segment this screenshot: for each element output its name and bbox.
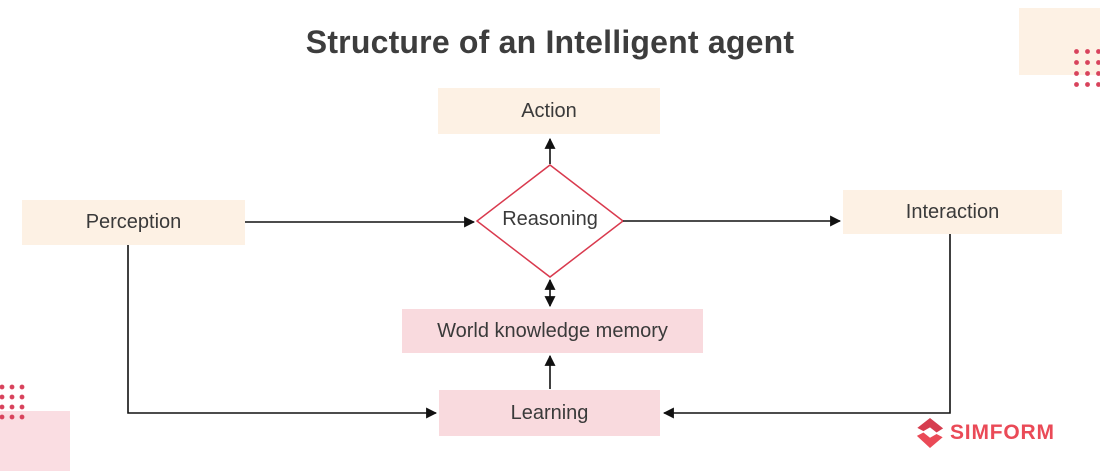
reasoning-diamond-shape bbox=[475, 164, 625, 278]
node-world-knowledge-memory: World knowledge memory bbox=[402, 309, 703, 353]
node-interaction: Interaction bbox=[843, 190, 1062, 234]
node-learning-label: Learning bbox=[510, 401, 589, 424]
simform-icon bbox=[916, 418, 944, 448]
edge-interaction-learning bbox=[662, 234, 951, 419]
node-action: Action bbox=[438, 88, 660, 134]
node-perception: Perception bbox=[22, 200, 245, 245]
simform-wordmark: SIMFORM bbox=[950, 421, 1055, 444]
node-reasoning-label: Reasoning bbox=[502, 208, 598, 230]
edge-perception-learning bbox=[127, 245, 438, 419]
node-world-knowledge-memory-label: World knowledge memory bbox=[437, 319, 668, 342]
node-learning: Learning bbox=[439, 390, 660, 436]
node-perception-label: Perception bbox=[85, 211, 182, 233]
node-action-label: Action bbox=[521, 99, 577, 122]
node-interaction-label: Interaction bbox=[905, 200, 1000, 223]
page-title: Structure of an Intelligent agent bbox=[305, 24, 795, 60]
dots-pattern-top-right-icon bbox=[1071, 46, 1100, 90]
simform-logo: SIMFORM bbox=[915, 417, 1055, 449]
dots-pattern-bottom-left-icon bbox=[0, 382, 27, 422]
